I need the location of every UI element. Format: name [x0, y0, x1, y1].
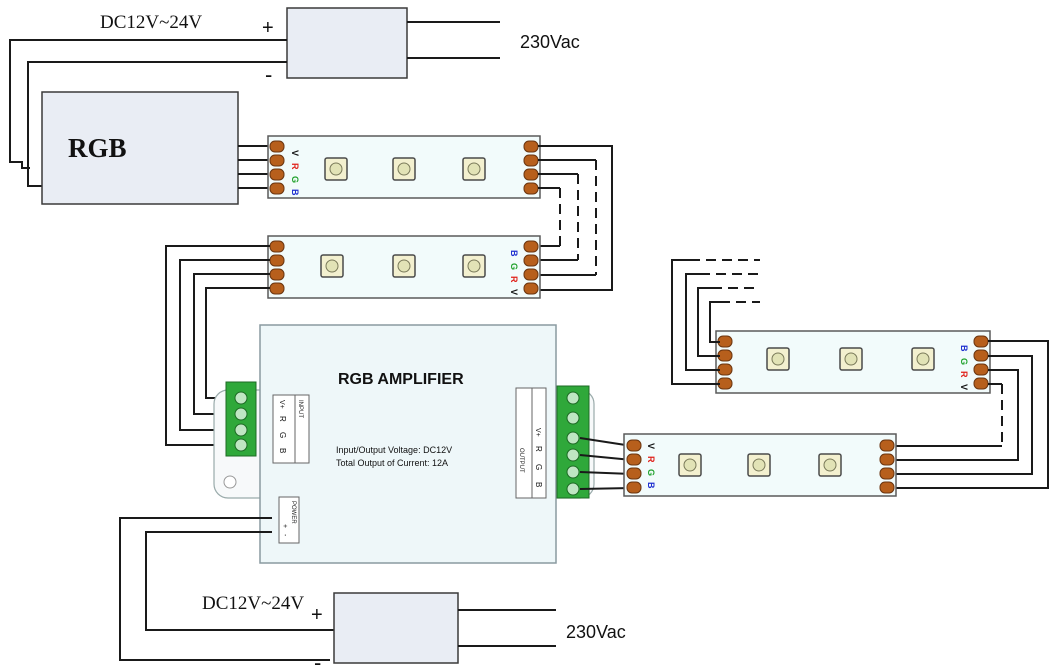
pin-r: R	[646, 456, 656, 463]
pin-r: R	[290, 163, 300, 170]
led-chips-strip2	[320, 254, 486, 278]
plus-sign-top: +	[262, 17, 274, 39]
input-label: INPUT	[297, 400, 303, 418]
pin-r: R	[509, 276, 519, 283]
amplifier-spec-current: Total Output of Current: 12A	[336, 458, 448, 468]
pin-labels-strip1: V R G B	[290, 150, 300, 196]
input-terminal-b: B	[278, 448, 287, 453]
output-terminal-b: B	[534, 482, 543, 487]
led-strip-2: B G R V	[267, 235, 541, 299]
dc-voltage-label-bottom: DC12V~24V	[202, 593, 304, 614]
output-terminal-v: V+	[534, 428, 541, 437]
input-label-block: INPUT V+ R G B	[272, 394, 310, 464]
rgb-controller-label: RGB	[68, 133, 127, 163]
minus-sign-top: -	[265, 62, 272, 87]
led-strip-1: V R G B	[267, 135, 541, 199]
rgb-amplifier: RGB AMPLIFIER Input/Output Voltage: DC12…	[213, 324, 595, 564]
plus-sign-bottom: +	[311, 604, 323, 626]
led-strip-3: B G R V	[715, 330, 991, 394]
dc-voltage-label-top: DC12V~24V	[100, 12, 202, 33]
minus-sign-bottom: -	[314, 650, 321, 672]
pin-v: V	[509, 289, 519, 295]
pin-v: V	[646, 443, 656, 449]
led-chips-strip4	[678, 453, 842, 477]
pin-labels-strip2: B G R V	[509, 250, 519, 295]
power-supply-top: DC12V~24V + - 230Vac	[100, 7, 580, 87]
solder-pads-strip3-left	[717, 335, 733, 390]
pin-g: G	[509, 263, 519, 270]
power-label: POWER	[290, 501, 296, 524]
pin-v: V	[959, 384, 969, 390]
power-terminal-plus: +	[281, 524, 288, 528]
ac-voltage-label-bottom: 230Vac	[566, 622, 626, 642]
power-supply-bottom: DC12V~24V + - 230Vac	[202, 592, 626, 672]
led-chips-strip3	[766, 347, 935, 371]
amplifier-spec-voltage: Input/Output Voltage: DC12V	[336, 445, 452, 455]
ac-voltage-label-top: 230Vac	[520, 32, 580, 52]
pin-labels-strip3: B G R V	[959, 345, 969, 390]
solder-pads-strip2-right	[523, 240, 539, 295]
power-terminal-minus: -	[281, 534, 288, 537]
led-chips-strip1	[324, 157, 486, 181]
pin-b: B	[290, 189, 300, 196]
output-terminal-r: R	[534, 446, 543, 452]
pin-g: G	[290, 176, 300, 183]
solder-pads-strip2-left	[269, 240, 285, 295]
input-terminal-block	[225, 381, 257, 457]
amplifier-title: RGB AMPLIFIER	[338, 371, 464, 388]
pin-b: B	[509, 250, 519, 257]
pin-labels-strip4: V R G B	[646, 443, 656, 489]
solder-pads-strip3-right	[973, 335, 989, 390]
output-terminal-block	[556, 385, 590, 499]
solder-pads-strip4-right	[879, 439, 895, 494]
pin-b: B	[959, 345, 969, 352]
pin-b: B	[646, 482, 656, 489]
solder-pads-strip4-left	[626, 439, 642, 494]
pin-g: G	[646, 469, 656, 476]
output-label: OUTPUT	[518, 448, 524, 473]
input-terminal-g: G	[278, 432, 287, 438]
input-terminal-v: V+	[278, 400, 285, 409]
output-label-block: OUTPUT V+ R G B	[515, 387, 547, 499]
pin-r: R	[959, 371, 969, 378]
input-terminal-r: R	[278, 416, 287, 422]
power-label-block: POWER + -	[278, 496, 300, 544]
led-strip-4: V R G B	[623, 433, 897, 497]
pin-v: V	[290, 150, 300, 156]
solder-pads-strip1-left	[269, 140, 285, 195]
output-terminal-g: G	[534, 464, 543, 470]
pin-g: G	[959, 358, 969, 365]
rgb-controller: RGB	[41, 91, 239, 205]
